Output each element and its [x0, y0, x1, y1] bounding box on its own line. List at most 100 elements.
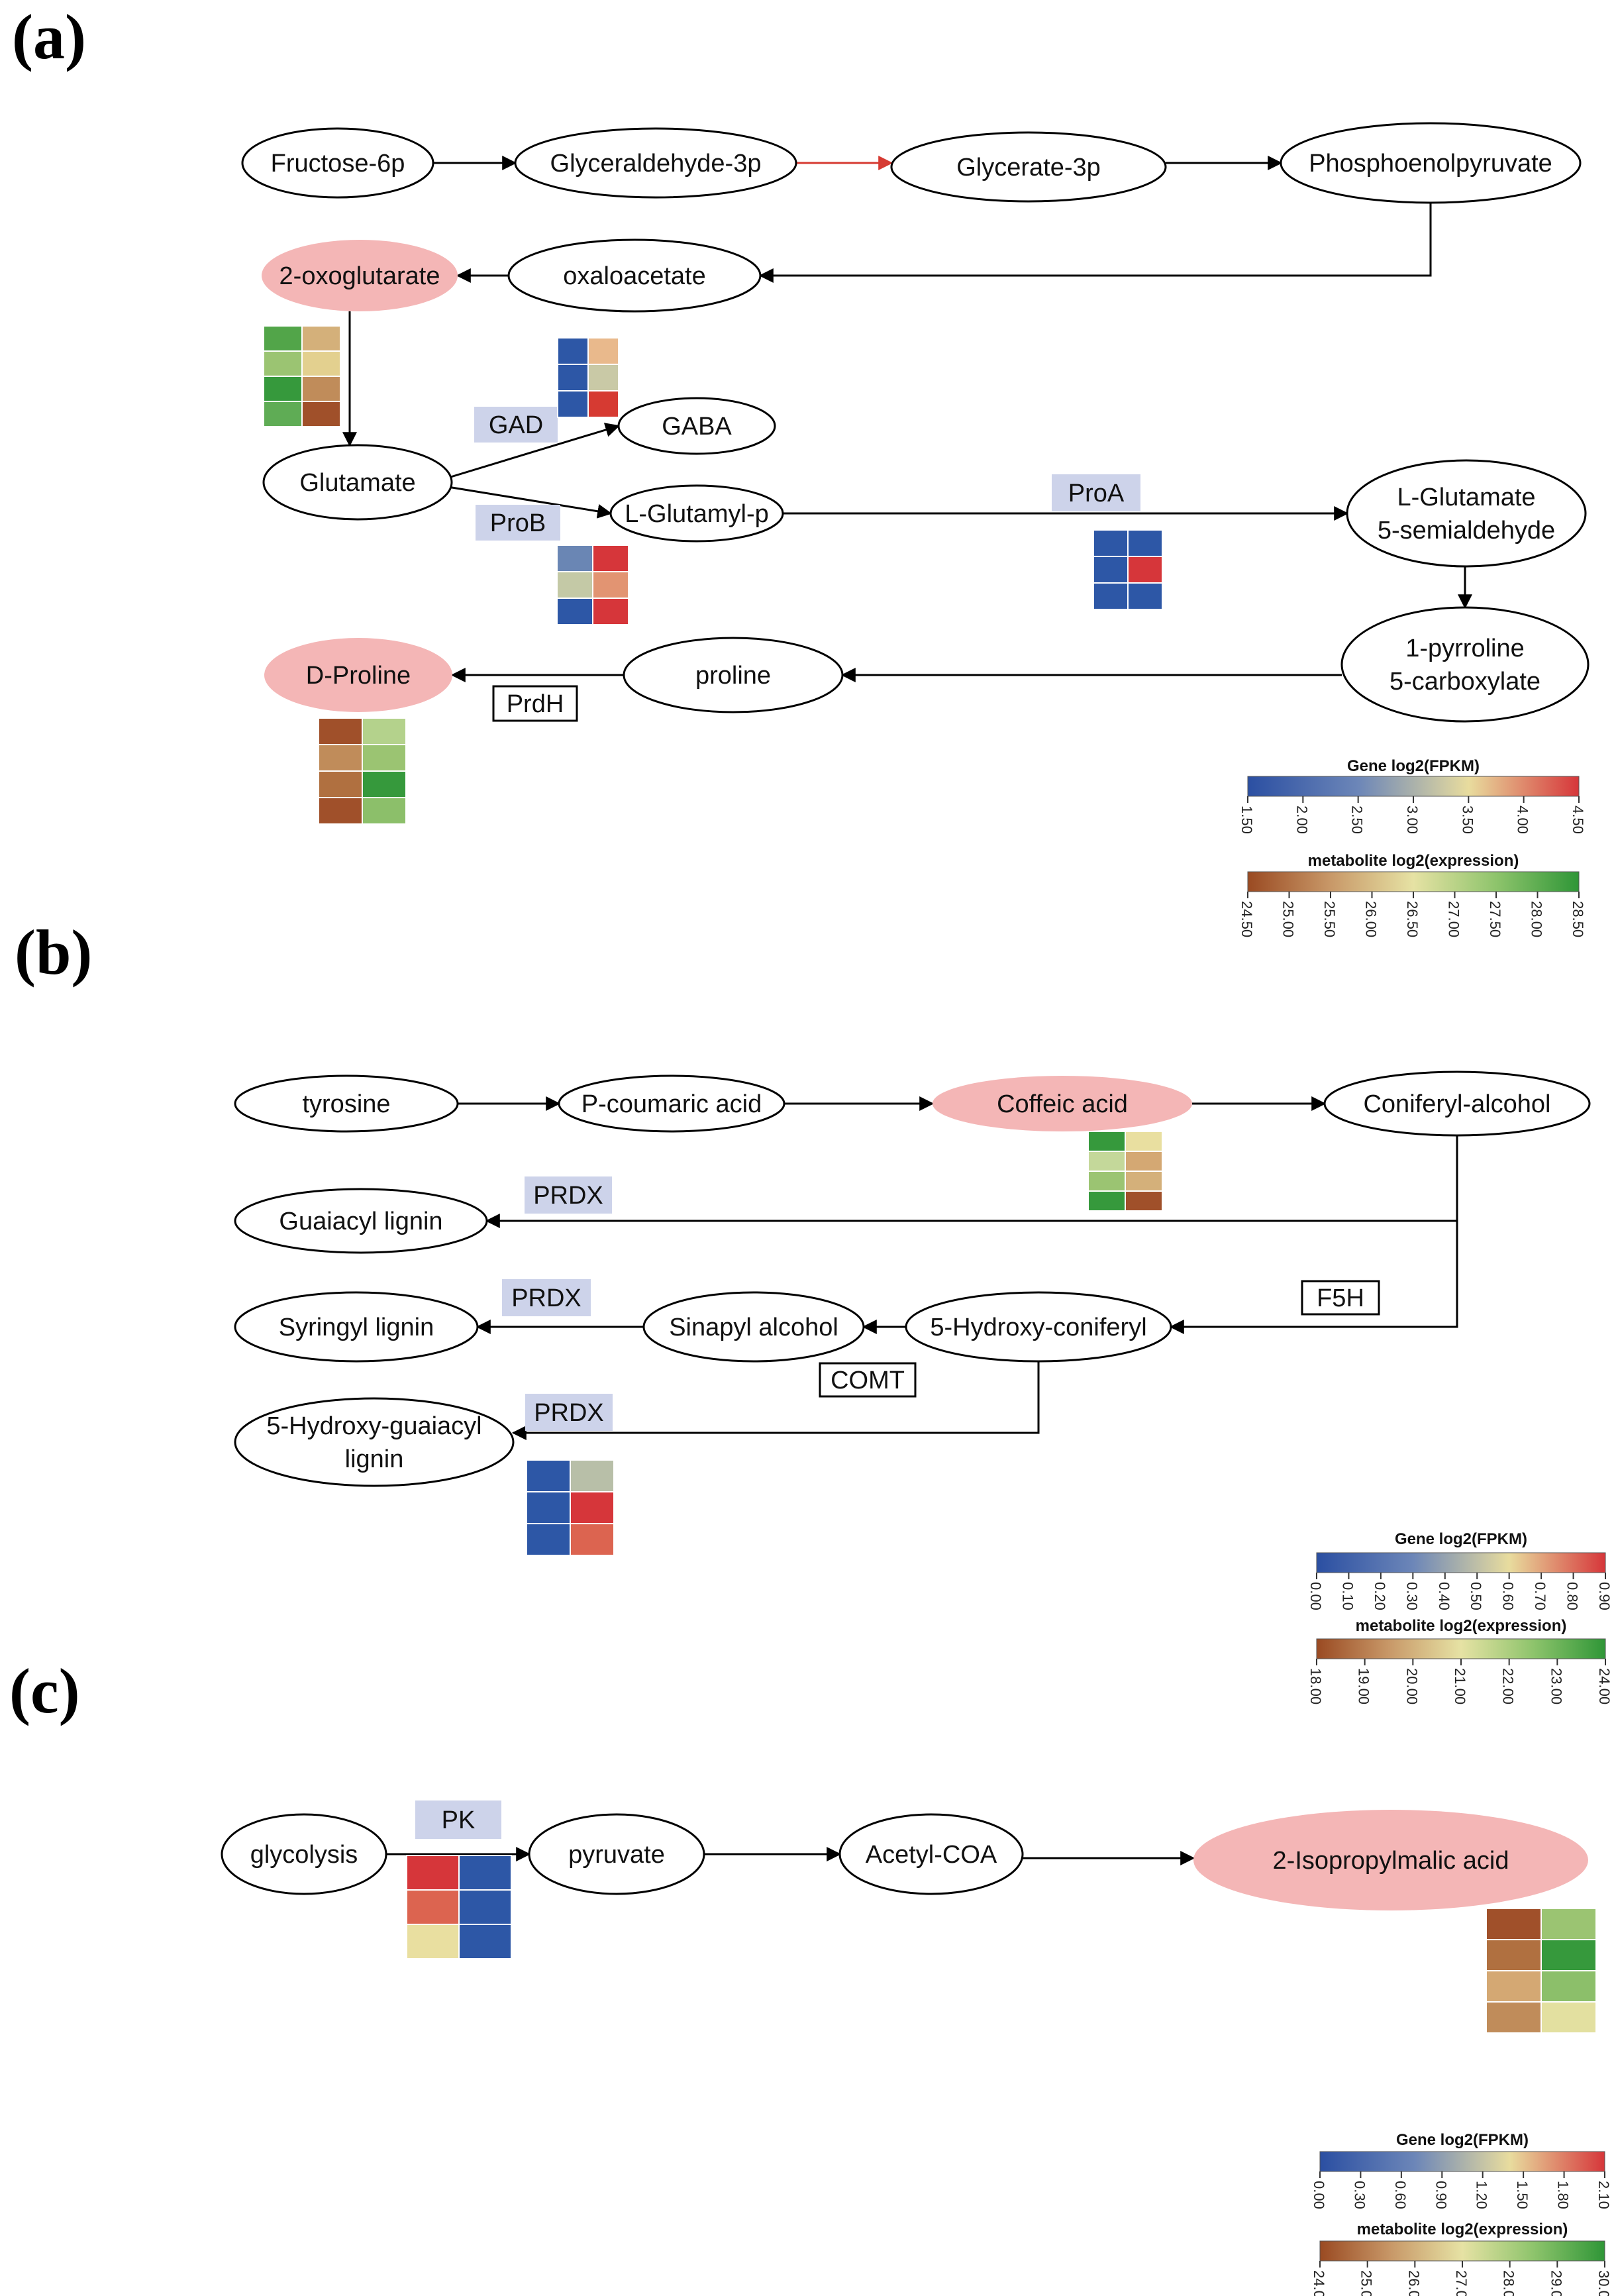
gene-tick-label: 1.50 — [1514, 2181, 1531, 2209]
arrow-hydroxyconiferyl-to-hydroxyguaiacyl — [511, 1361, 1040, 1440]
enzyme-comt-box — [819, 1362, 917, 1398]
node-sinapyl-alcohol-shape — [642, 1291, 865, 1363]
gene-color-bar — [1247, 776, 1580, 797]
gene-tick-label: 3.50 — [1459, 806, 1476, 834]
node-l-glutamyl-p-shape — [609, 484, 784, 543]
enzyme-comt: COMT — [819, 1362, 917, 1398]
gene-legend-title: Gene log2(FPKM) — [1395, 1530, 1527, 1548]
heatmap-cell — [1125, 1151, 1163, 1172]
heatmap-prob — [556, 545, 629, 625]
node-phosphoenolpyruvate-shape — [1280, 122, 1582, 204]
enzyme-pk: PK — [415, 1800, 501, 1839]
node-glutamate-label: Glutamate — [299, 469, 415, 497]
gene-tick-label: 0.30 — [1351, 2181, 1368, 2209]
node-syringyl-lignin: Syringyl lignin — [234, 1291, 479, 1363]
heatmap-pk — [406, 1855, 512, 1959]
node-glycolysis: glycolysis — [221, 1813, 387, 1895]
node-5-hydroxy-guaiacyl-lignin-label: 5-Hydroxy-guaiacyl — [266, 1412, 481, 1440]
metabolite-tick-label: 20.00 — [1403, 1668, 1420, 1704]
node-5-hydroxy-guaiacyl-lignin-label: lignin — [345, 1445, 404, 1473]
enzyme-gad-label: GAD — [489, 411, 543, 439]
node-d-proline-shape — [264, 638, 452, 712]
metabolite-tick-label: 27.50 — [1487, 901, 1503, 937]
node-tyrosine-label: tyrosine — [302, 1090, 390, 1118]
node-sinapyl-alcohol: Sinapyl alcohol — [642, 1291, 865, 1363]
enzyme-proa: ProA — [1052, 474, 1140, 511]
enzyme-pk-label: PK — [442, 1806, 476, 1834]
arrow-coniferyl-to-guaiacyl — [485, 1135, 1458, 1228]
metabolite-tick-label: 27.00 — [1446, 901, 1462, 937]
gene-tick-label: 1.20 — [1474, 2181, 1490, 2209]
metabolite-tick-label: 25.00 — [1358, 2270, 1375, 2296]
heatmap-coffeic-acid — [1087, 1131, 1163, 1212]
heatmap-cell — [318, 717, 363, 745]
heatmap-cell — [556, 598, 593, 625]
heatmap-cell — [592, 571, 629, 599]
gene-legend-title: Gene log2(FPKM) — [1396, 2131, 1529, 2149]
metabolite-tick-label: 28.00 — [1529, 901, 1545, 937]
gene-tick-label: 0.60 — [1500, 1582, 1517, 1610]
gene-tick-label: 2.50 — [1349, 806, 1366, 834]
heatmap-cell — [263, 350, 303, 377]
panel-b-label: (b) — [15, 917, 93, 988]
heatmap-cell — [587, 364, 619, 391]
enzyme-prdx-hydroxyguaiacyl-box — [525, 1394, 613, 1431]
heatmap-cell — [1087, 1151, 1126, 1172]
metabolite-tick-label: 26.50 — [1404, 901, 1421, 937]
heatmap-cell — [1093, 582, 1129, 610]
node-phosphoenolpyruvate-label: Phosphoenolpyruvate — [1309, 150, 1552, 178]
node-l-glutamate-5-semialdehyde: L-Glutamate 5-semialdehyde — [1346, 459, 1587, 568]
enzyme-prob-label: ProB — [490, 509, 546, 537]
node-pyruvate-shape — [528, 1813, 705, 1895]
node-coniferyl-alcohol-label: Coniferyl-alcohol — [1363, 1090, 1550, 1118]
heatmap-prdx — [526, 1459, 615, 1556]
heatmap-cell — [1093, 556, 1129, 584]
heatmap-cell — [1540, 2001, 1597, 2034]
metabolite-tick-label: 28.00 — [1501, 2270, 1517, 2296]
heatmap-cell — [557, 364, 589, 391]
node-2-isopropylmalic-acid-shape — [1193, 1810, 1588, 1910]
node-l-glutamate-5-semialdehyde-label: L-Glutamate — [1397, 484, 1535, 511]
enzyme-gad-box — [474, 407, 558, 443]
metabolite-tick-label: 21.00 — [1452, 1668, 1468, 1704]
metabolite-tick-label: 18.00 — [1307, 1668, 1324, 1704]
node-5-hydroxy-coniferyl-shape — [905, 1291, 1172, 1363]
node-l-glutamate-5-semialdehyde-label: 5-semialdehyde — [1378, 517, 1555, 545]
heatmap-cell — [526, 1523, 571, 1556]
heatmap-cell — [458, 1855, 512, 1891]
heatmap-cell — [263, 401, 303, 427]
gene-tick-label: 0.40 — [1436, 1582, 1452, 1610]
node-tyrosine: tyrosine — [234, 1074, 459, 1133]
node-coniferyl-alcohol-shape — [1323, 1070, 1591, 1137]
heatmap-cell — [570, 1491, 615, 1524]
heatmap-cell — [406, 1889, 460, 1925]
node-phosphoenolpyruvate: Phosphoenolpyruvate — [1280, 122, 1582, 204]
node-l-glutamate-5-semialdehyde-shape — [1346, 459, 1587, 568]
enzyme-prdx-hydroxyguaiacyl-label: PRDX — [534, 1399, 604, 1427]
enzyme-proa-box — [1052, 474, 1140, 511]
node-glutamate-shape — [262, 444, 453, 521]
node-d-proline: D-Proline — [264, 638, 452, 712]
heatmap-cell — [301, 401, 341, 427]
metabolite-tick-label: 24.00 — [1596, 1668, 1613, 1704]
node-oxaloacetate-label: oxaloacetate — [563, 262, 706, 290]
heatmap-2-isopropylmalic-acid — [1486, 1908, 1597, 2034]
heatmap-cell — [1125, 1190, 1163, 1212]
arrow-glutamate-to-gaba — [439, 423, 621, 482]
node-guaiacyl-lignin-label: Guaiacyl lignin — [279, 1208, 442, 1235]
node-glycolysis-shape — [221, 1813, 387, 1895]
heatmap-cell — [1486, 1939, 1542, 1971]
heatmap-cell — [1087, 1190, 1126, 1212]
gene-tick-label: 1.80 — [1555, 2181, 1572, 2209]
node-syringyl-lignin-label: Syringyl lignin — [279, 1314, 434, 1341]
heatmap-cell — [1486, 1970, 1542, 2003]
enzyme-f5h-box — [1301, 1280, 1380, 1316]
gene-tick-label: 3.00 — [1404, 806, 1421, 834]
metabolite-tick-label: 30.00 — [1595, 2270, 1612, 2296]
heatmap-d-proline — [318, 717, 407, 825]
heatmap-cell — [556, 545, 593, 572]
node-glyceraldehyde-3p: Glyceraldehyde-3p — [514, 127, 797, 199]
